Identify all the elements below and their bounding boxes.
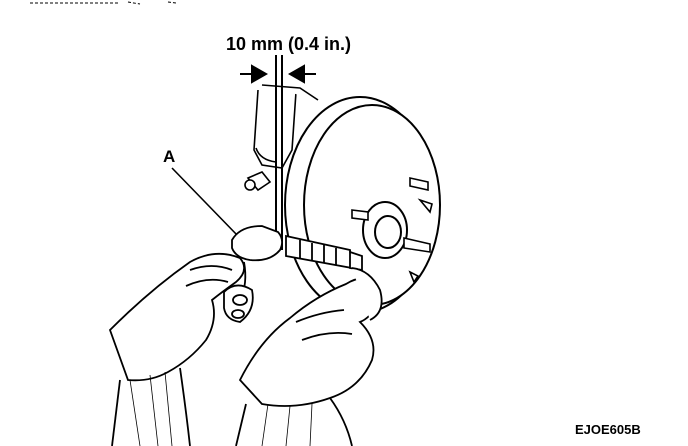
measurement-indicator xyxy=(240,55,316,250)
top-crop-artifact xyxy=(30,1,177,5)
measurement-label: 10 mm (0.4 in.) xyxy=(226,34,352,54)
callout-label-a: A xyxy=(163,147,176,166)
left-hand xyxy=(108,252,246,446)
micrometer-tool xyxy=(223,225,363,323)
wheel-studs xyxy=(351,177,433,284)
sleeve-hatching xyxy=(129,371,313,446)
right-hand xyxy=(235,267,383,446)
callout-leader-a xyxy=(171,167,239,237)
figure-code: EJOE605B xyxy=(575,422,641,437)
